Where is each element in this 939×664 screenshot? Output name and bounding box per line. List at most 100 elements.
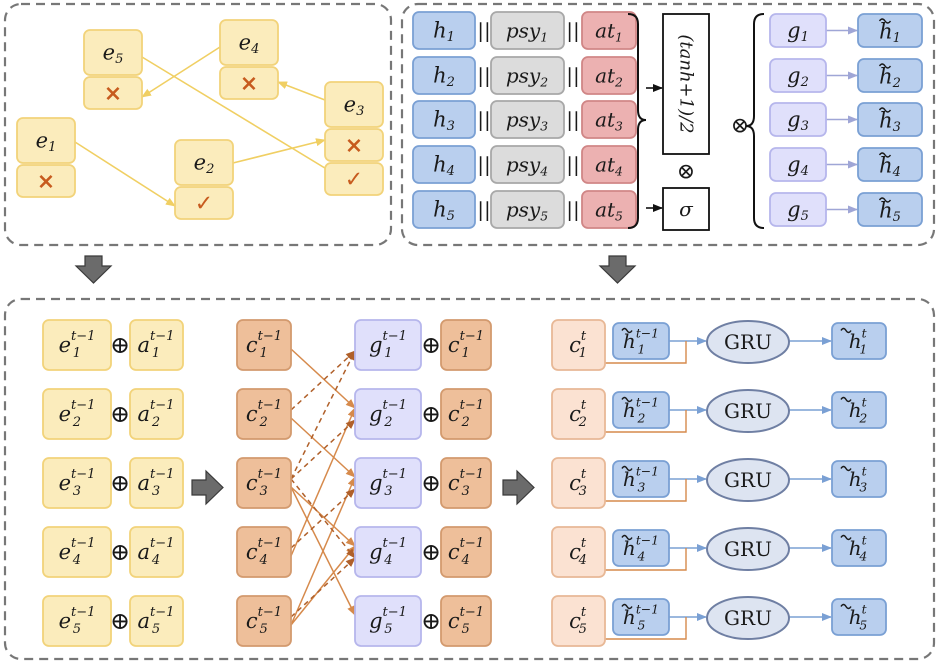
tilde-mark bbox=[878, 197, 892, 203]
c-prev-right-node-1 bbox=[440, 319, 492, 371]
concat-symbol: || bbox=[566, 19, 579, 44]
psy-node-3 bbox=[490, 100, 565, 139]
event-5-cross-cell bbox=[83, 76, 143, 110]
cross-icon: × bbox=[345, 134, 363, 159]
message-edge-dashed bbox=[290, 350, 356, 480]
message-edge-dashed bbox=[290, 478, 356, 559]
c-prev-node-3 bbox=[236, 457, 292, 509]
htilde-cur-node-5 bbox=[831, 598, 887, 636]
h-node-4 bbox=[412, 145, 476, 184]
tilde-mark bbox=[878, 107, 892, 113]
at-node-4 bbox=[581, 145, 637, 184]
sigma-gate-box bbox=[662, 187, 710, 231]
c-cur-node-1 bbox=[551, 319, 606, 371]
h-node-2 bbox=[412, 56, 476, 95]
event-label-3: e3 bbox=[344, 93, 365, 119]
c-prev-right-node-5 bbox=[440, 595, 492, 647]
event-2-check-cell bbox=[174, 186, 234, 220]
event-label-2: e2 bbox=[194, 151, 215, 177]
h-label-4: h4 bbox=[433, 153, 455, 179]
oplus-operator: ⊕ bbox=[421, 331, 441, 359]
concat-symbol: || bbox=[566, 108, 579, 133]
concat-symbol: || bbox=[477, 19, 490, 44]
gru-cell-4 bbox=[706, 527, 790, 571]
g-label-4: g4 bbox=[787, 153, 809, 179]
g-node-3 bbox=[769, 102, 827, 137]
h-node-5 bbox=[412, 190, 476, 229]
htilde-prev-node-5 bbox=[612, 598, 670, 636]
psy-node-2 bbox=[490, 56, 565, 95]
g-label-1: g1 bbox=[787, 19, 809, 45]
at-node-1 bbox=[581, 11, 637, 50]
tilde-mark bbox=[878, 63, 892, 69]
tanh-gate-label: (tanh+1)/2 bbox=[676, 34, 697, 133]
check-icon: ✓ bbox=[345, 168, 363, 193]
gru-cell-2 bbox=[706, 389, 790, 433]
h-label-3: h3 bbox=[433, 108, 455, 134]
tilde-mark bbox=[621, 396, 633, 403]
message-edge-solid bbox=[290, 407, 356, 557]
cross-icon: × bbox=[37, 170, 55, 195]
htilde-node-3 bbox=[857, 102, 923, 137]
at-label-5: at5 bbox=[595, 198, 623, 224]
psy-label-3: psy3 bbox=[506, 108, 548, 134]
htilde-cur-node-2 bbox=[831, 391, 887, 429]
c-prev-node-5 bbox=[236, 595, 292, 647]
concat-symbol: || bbox=[477, 64, 490, 89]
ct-to-gru-connector-3 bbox=[605, 479, 687, 502]
g-prev-node-4 bbox=[354, 526, 422, 578]
at-label-2: at2 bbox=[595, 64, 623, 90]
g-node-2 bbox=[769, 58, 827, 93]
g-prev-node-3 bbox=[354, 457, 422, 509]
oplus-operator: ⊕ bbox=[110, 331, 130, 359]
e-prev-node-2 bbox=[42, 388, 112, 440]
gru-cell-3 bbox=[706, 458, 790, 502]
htilde-prev-node-1 bbox=[612, 322, 670, 360]
at-label-1: at1 bbox=[595, 19, 623, 45]
event-label-4: e4 bbox=[239, 31, 260, 57]
g-node-5 bbox=[769, 192, 827, 227]
oplus-operator: ⊕ bbox=[421, 469, 441, 497]
message-edge-dashed bbox=[290, 488, 356, 549]
otimes-operator: ⊗ bbox=[677, 160, 695, 185]
oplus-operator: ⊕ bbox=[421, 607, 441, 635]
concat-symbol: || bbox=[566, 198, 579, 223]
h-node-3 bbox=[412, 100, 476, 139]
edge-e1-e2 bbox=[74, 141, 176, 207]
psy-label-1: psy1 bbox=[506, 19, 548, 45]
htilde-node-4 bbox=[857, 147, 923, 182]
a-prev-node-1 bbox=[129, 319, 184, 371]
at-label-3: at3 bbox=[595, 108, 623, 134]
htilde-prev-node-4 bbox=[612, 529, 670, 567]
gru-cell-1 bbox=[706, 320, 790, 364]
message-edge-solid bbox=[290, 348, 356, 409]
right-arrow-1 bbox=[191, 469, 224, 506]
htilde-cur-node-4 bbox=[831, 529, 887, 567]
oplus-operator: ⊕ bbox=[110, 538, 130, 566]
event-node-4 bbox=[219, 19, 279, 66]
h-label-5: h5 bbox=[433, 198, 455, 224]
ct-to-gru-connector-5 bbox=[605, 617, 687, 640]
g-node-4 bbox=[769, 147, 827, 182]
at-label-4: at4 bbox=[595, 153, 623, 179]
